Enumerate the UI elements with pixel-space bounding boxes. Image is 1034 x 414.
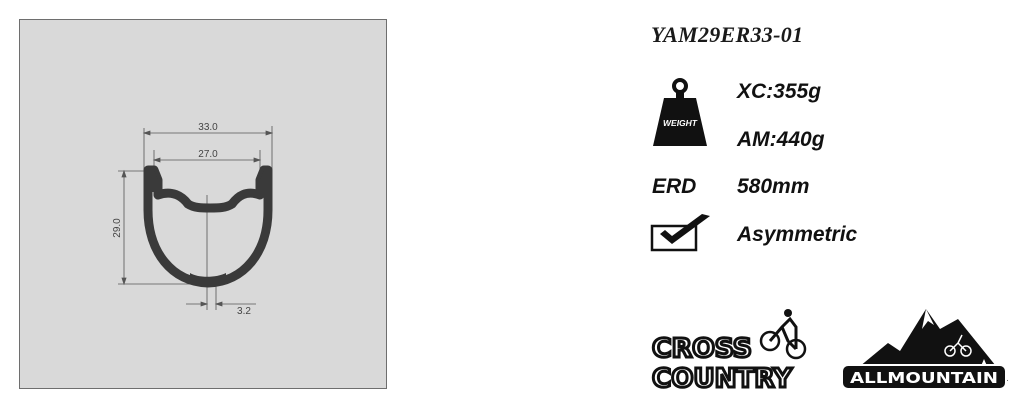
- weight-icon: WEIGHT: [653, 78, 707, 146]
- erd-label: ERD: [652, 175, 697, 198]
- weight-icon-label: WEIGHT: [663, 118, 698, 128]
- rim-profile-svg: 33.0 27.0 29.0 3.2: [112, 122, 274, 317]
- weight-xc: XC:355g: [737, 80, 822, 103]
- all-mountain-logo: ALLMOUNTAIN: [841, 309, 1008, 390]
- all-mountain-label: ALLMOUNTAIN: [850, 369, 998, 387]
- dim-offset: 3.2: [237, 306, 251, 317]
- model-code: YAM29ER33-01: [651, 22, 804, 47]
- cyclist-icon: [759, 309, 807, 360]
- weight-am: AM:440g: [737, 128, 825, 151]
- erd-value: 580mm: [737, 175, 810, 198]
- dim-outer-width: 33.0: [198, 122, 218, 133]
- dim-inner-width: 27.0: [198, 149, 218, 160]
- rim-section: [143, 165, 273, 288]
- rim-profile-drawing: 33.0 27.0 29.0 3.2: [19, 19, 387, 389]
- cross-country-line2: COUNTRY: [652, 364, 793, 394]
- profile-type: Asymmetric: [737, 223, 858, 246]
- dim-height: 29.0: [112, 218, 123, 238]
- checkmark-icon: [650, 214, 710, 252]
- cross-country-logo: CROSS COUNTRY: [651, 309, 807, 395]
- cross-country-line1: CROSS: [652, 334, 752, 364]
- mountain-icon: [842, 309, 1008, 381]
